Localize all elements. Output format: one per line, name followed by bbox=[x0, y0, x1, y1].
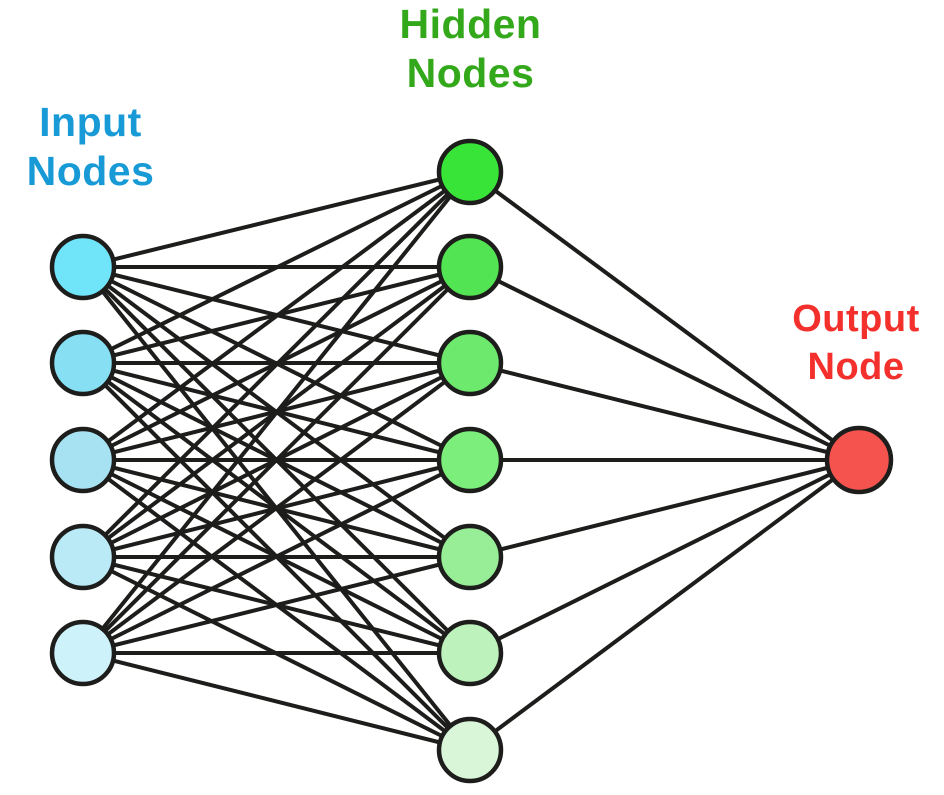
edge-hidden-to-output bbox=[469, 265, 860, 462]
output-label-line2: Node bbox=[807, 345, 905, 388]
hidden-label: Hidden Nodes bbox=[368, 0, 573, 98]
edge-hidden-to-output bbox=[469, 458, 860, 559]
edge-hidden-to-output bbox=[468, 170, 861, 462]
edge-input-to-hidden bbox=[81, 170, 472, 559]
edge-hidden-to-output bbox=[469, 458, 860, 655]
hidden-label-line2: Nodes bbox=[406, 50, 535, 97]
edge-input-to-hidden bbox=[81, 170, 472, 462]
edge-input-to-hidden bbox=[81, 170, 472, 655]
input-label-line2: Nodes bbox=[26, 148, 155, 195]
hidden-node-3 bbox=[436, 329, 504, 397]
edge-input-to-hidden bbox=[82, 170, 471, 365]
hidden-node-4 bbox=[436, 426, 504, 494]
hidden-node-2 bbox=[436, 233, 504, 301]
input-node-2 bbox=[49, 329, 117, 397]
input-node-4 bbox=[49, 523, 117, 591]
edge-input-to-hidden bbox=[82, 170, 471, 269]
input-node-5 bbox=[49, 619, 117, 687]
input-label: Input Nodes bbox=[3, 98, 178, 196]
hidden-label-line1: Hidden bbox=[399, 1, 542, 47]
output-node-1 bbox=[824, 425, 894, 495]
edge-hidden-to-output bbox=[469, 361, 860, 462]
edge-hidden-to-output bbox=[468, 458, 861, 752]
edge-input-to-hidden bbox=[81, 361, 472, 655]
output-label-line1: Output bbox=[792, 298, 920, 340]
hidden-node-6 bbox=[436, 619, 504, 687]
edge-input-to-hidden bbox=[82, 555, 471, 655]
hidden-node-7 bbox=[436, 716, 504, 784]
input-label-line1: Input bbox=[39, 99, 142, 145]
edge-input-to-hidden bbox=[82, 651, 471, 752]
hidden-node-1 bbox=[436, 138, 504, 206]
edge-input-to-hidden bbox=[81, 265, 472, 655]
input-node-3 bbox=[49, 426, 117, 494]
hidden-node-5 bbox=[436, 523, 504, 591]
output-label: Output Node bbox=[768, 296, 944, 391]
edge-input-to-hidden bbox=[82, 458, 471, 655]
input-node-1 bbox=[49, 233, 117, 301]
